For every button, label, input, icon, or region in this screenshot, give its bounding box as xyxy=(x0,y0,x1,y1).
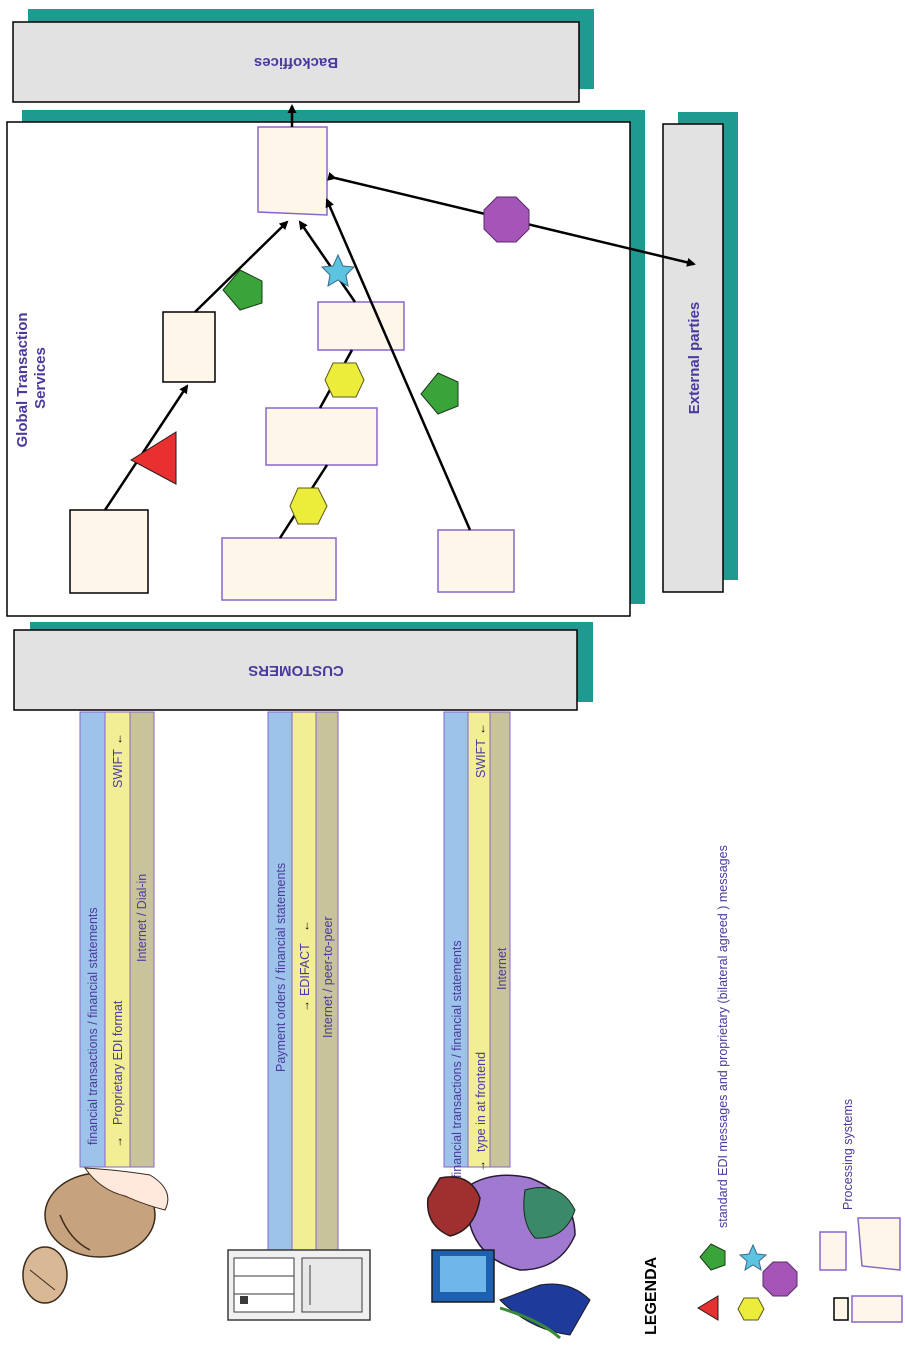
legend-title: LEGENDA xyxy=(643,1256,660,1335)
customers-label: CUSTOMERS xyxy=(248,662,344,679)
backoffices-label: Backoffices xyxy=(254,54,338,71)
channel-3-format: type in at frontend xyxy=(474,1052,488,1152)
channel-2-arrow-in-icon: → xyxy=(298,1000,312,1012)
flow-a-to-central xyxy=(194,220,289,313)
legend-red-triangle-icon xyxy=(697,1295,719,1321)
legend-yellow-hexagon-icon xyxy=(737,1297,765,1321)
system-box-c xyxy=(265,407,378,466)
channel-1: financial transactions / financial state… xyxy=(79,711,155,1168)
system-box-f xyxy=(437,529,515,593)
yellow-hexagon-icon xyxy=(289,487,328,525)
businessman-clipart-icon xyxy=(22,1167,169,1304)
legend-box-purple-icon xyxy=(851,1295,903,1323)
gts-title-line1: Global Transaction xyxy=(14,312,31,447)
channel-3-swift: SWIFT xyxy=(474,739,488,778)
legend-box-purple-small-icon xyxy=(819,1231,847,1271)
purple-octagon-icon xyxy=(483,196,530,243)
yellow-hexagon-icon xyxy=(324,362,365,398)
channel-3-messages: financial transactions / financial state… xyxy=(450,940,464,1178)
system-box-e xyxy=(221,537,337,601)
channel-2: Payment orders / financial statements → … xyxy=(267,711,339,1253)
channel-2-messages: Payment orders / financial statements xyxy=(274,863,288,1072)
channel-1-swift: SWIFT xyxy=(111,749,125,788)
system-box-b xyxy=(317,301,405,351)
customers-panel: CUSTOMERS xyxy=(13,622,593,711)
channel-1-network: Internet / Dial-in xyxy=(135,874,149,962)
legend-purple-octagon-icon xyxy=(762,1261,798,1297)
channel-2-network: Internet / peer-to-peer xyxy=(321,916,335,1038)
legend-blue-star-icon xyxy=(738,1243,768,1272)
blue-star-icon xyxy=(320,253,356,287)
legend-systems-caption: Processing systems xyxy=(841,1099,855,1210)
channel-3: financial transactions / financial state… xyxy=(443,711,511,1178)
woman-at-computer-clipart-icon xyxy=(426,1174,591,1340)
channel-1-arrow-out-icon: ← xyxy=(111,733,125,745)
flow-d-to-a xyxy=(103,384,189,511)
channel-1-arrow-in-icon: → xyxy=(111,1136,125,1148)
legend: LEGENDA standard EDI messages and propri… xyxy=(643,845,903,1335)
external-parties-label: External parties xyxy=(686,302,703,415)
backoffices-panel: Backoffices xyxy=(12,9,594,103)
server-computer-clipart-icon xyxy=(227,1249,371,1321)
green-pentagon-icon xyxy=(420,372,459,415)
green-pentagon-icon xyxy=(222,269,263,311)
system-box-a xyxy=(162,311,216,383)
channel-bands: financial transactions / financial state… xyxy=(79,711,511,1253)
gts-title-line2: Services xyxy=(32,347,49,409)
legend-messages-caption: standard EDI messages and proprietary (b… xyxy=(716,845,730,1228)
channel-3-arrow-in-icon: → xyxy=(474,1160,488,1172)
legend-green-pentagon-icon xyxy=(699,1243,726,1271)
message-symbols xyxy=(130,196,530,525)
channel-2-arrow-out-icon: ← xyxy=(298,920,312,932)
red-triangle-icon xyxy=(130,431,177,485)
system-box-d xyxy=(69,509,149,594)
channel-2-format: EDIFACT xyxy=(298,943,312,996)
channel-3-arrow-out-icon: ← xyxy=(474,723,488,735)
central-system-box xyxy=(257,126,328,216)
channel-1-messages: financial transactions / financial state… xyxy=(86,907,100,1145)
processing-systems xyxy=(69,126,515,601)
channel-3-network: Internet xyxy=(495,947,509,990)
legend-box-purple-tilted-icon xyxy=(857,1217,901,1271)
channel-1-format: Proprietary EDI format xyxy=(111,1000,125,1125)
legend-box-black-icon xyxy=(833,1297,849,1321)
external-parties-panel: External parties xyxy=(662,112,738,593)
